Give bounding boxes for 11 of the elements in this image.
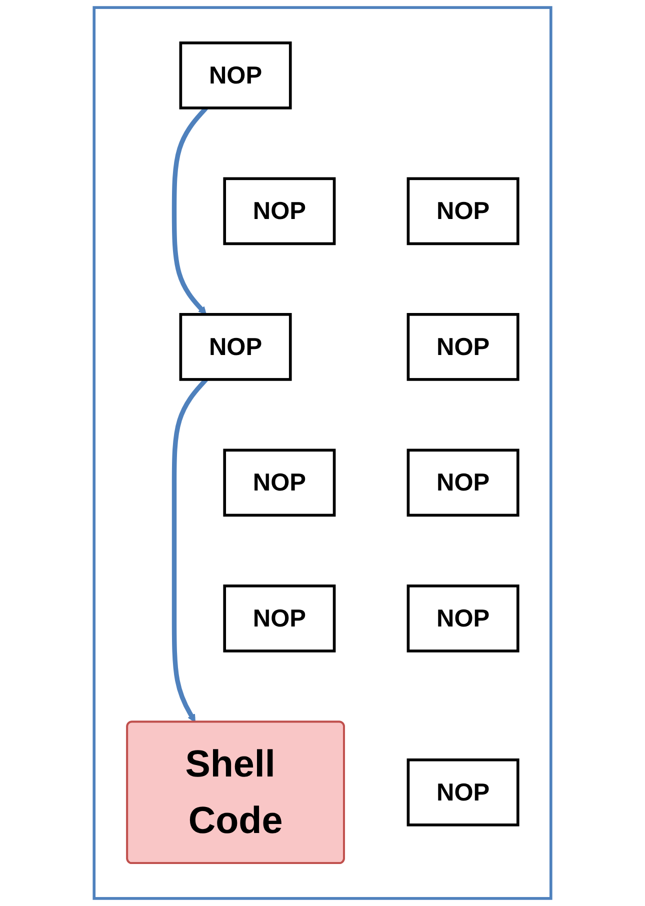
node-box: NOP	[406, 448, 520, 517]
node-box: NOP	[179, 41, 292, 110]
cluster	[92, 6, 552, 900]
node-box: NOP	[406, 313, 520, 381]
node-box: NOP	[223, 584, 336, 652]
node-box: NOP	[223, 448, 336, 517]
node-box: NOP	[406, 758, 520, 826]
node-box: NOP	[223, 177, 336, 246]
node-box: NOP	[179, 313, 292, 381]
node-box: NOP	[406, 584, 520, 652]
node-box: NOP	[406, 177, 520, 246]
